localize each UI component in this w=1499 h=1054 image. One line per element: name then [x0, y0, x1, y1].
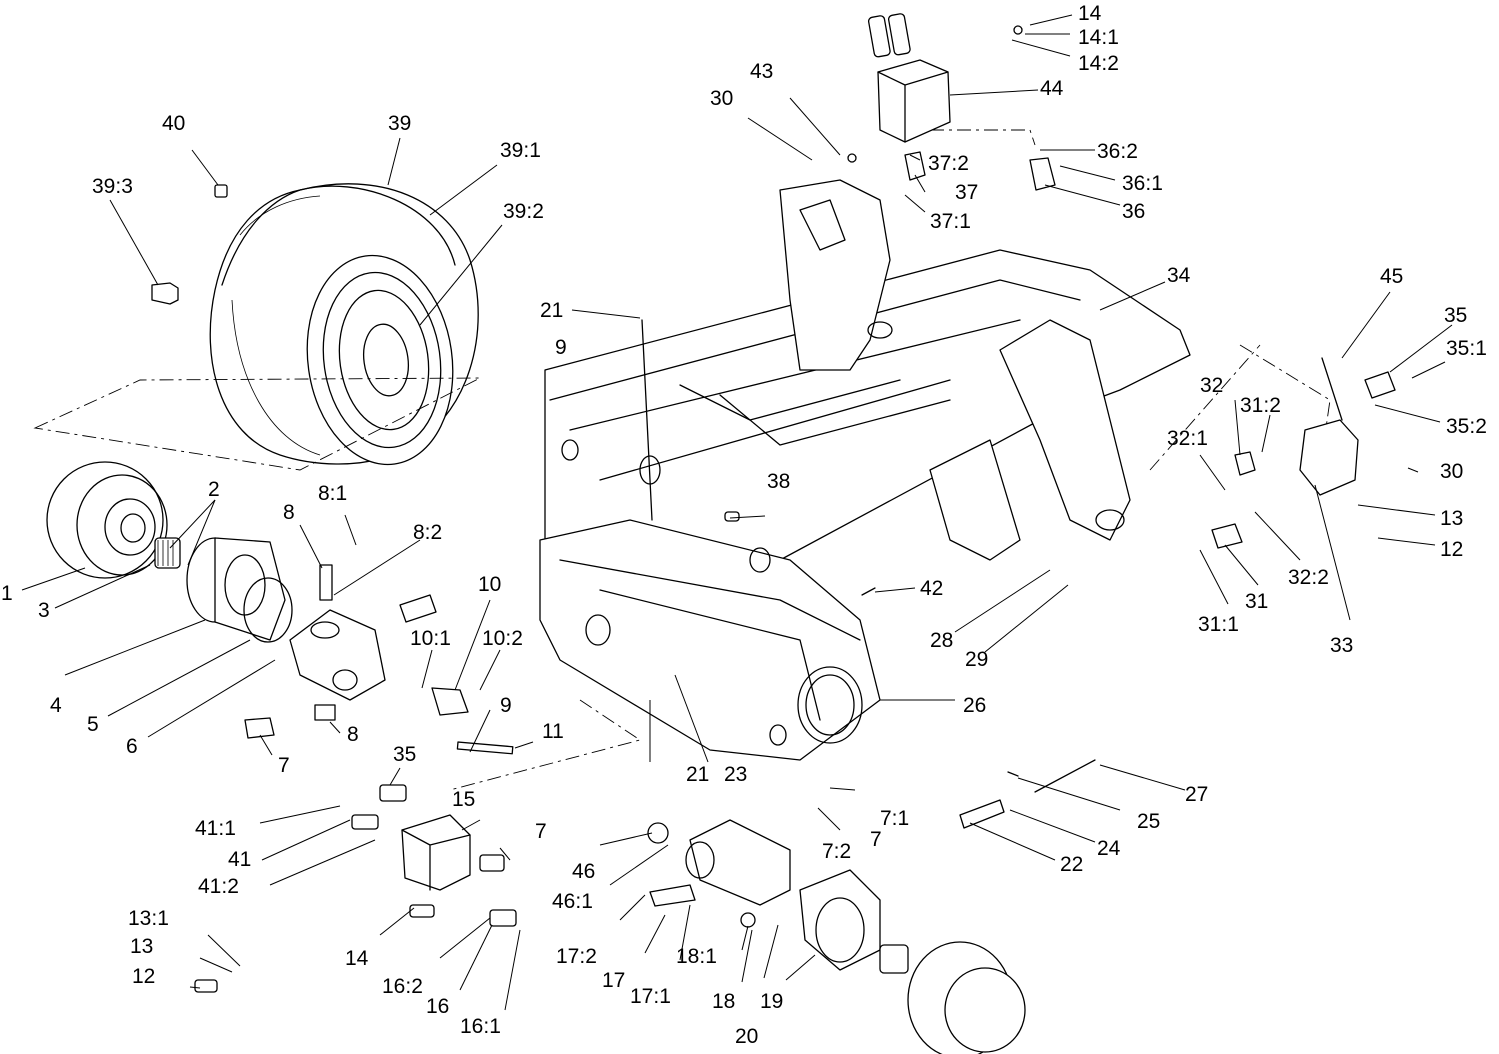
- callout-9: 9: [555, 336, 567, 359]
- callout-19: 19: [760, 990, 783, 1013]
- top-manifold: [847, 13, 1056, 191]
- left-motor-housing: [186, 537, 514, 755]
- callout-39: 39: [388, 112, 411, 135]
- callout-7-2: 7:2: [822, 840, 851, 863]
- callout-29: 29: [965, 648, 988, 671]
- callout-35: 35: [393, 743, 416, 766]
- callout-2: 2: [208, 478, 220, 501]
- callout-16: 16: [426, 995, 449, 1018]
- callout-25: 25: [1137, 810, 1160, 833]
- callout-41: 41: [228, 848, 251, 871]
- callout-14: 14: [345, 947, 369, 970]
- callout-17: 17: [602, 969, 625, 992]
- callout-41-2: 41:2: [198, 875, 239, 898]
- callout-43: 43: [750, 60, 773, 83]
- left-wheel-hub: [46, 461, 181, 579]
- callout-3: 3: [38, 599, 50, 622]
- callout-10: 10: [478, 573, 501, 596]
- callout-18-1: 18:1: [676, 945, 717, 968]
- callout-37-2: 37:2: [928, 152, 969, 175]
- callout-4: 4: [50, 694, 62, 717]
- callout-38: 38: [767, 470, 790, 493]
- callout-7-1: 7:1: [880, 807, 909, 830]
- callout-42: 42: [920, 577, 943, 600]
- callout-26: 26: [963, 694, 986, 717]
- main-frame: [539, 179, 1191, 761]
- callout-13: 13: [130, 935, 153, 958]
- callout-5: 5: [87, 713, 99, 736]
- callout-24: 24: [1097, 837, 1121, 860]
- callout-41-1: 41:1: [195, 817, 236, 840]
- callout-8: 8: [283, 501, 295, 524]
- callout-14: 14: [1078, 2, 1102, 25]
- callout-15: 15: [452, 788, 475, 811]
- callout-13: 13: [1440, 507, 1463, 530]
- callout-31: 31: [1245, 590, 1268, 613]
- callout-32: 32: [1200, 374, 1223, 397]
- callout-7: 7: [870, 828, 882, 851]
- callout-13-1: 13:1: [128, 907, 169, 930]
- callout-11: 11: [542, 720, 564, 743]
- callout-10-2: 10:2: [482, 627, 523, 650]
- callout-39-2: 39:2: [503, 200, 544, 223]
- callout-16-2: 16:2: [382, 975, 423, 998]
- center-valve-block: [194, 784, 517, 993]
- callout-20: 20: [735, 1025, 758, 1048]
- callout-9: 9: [500, 694, 512, 717]
- callout-21: 21: [540, 299, 563, 322]
- callout-14-1: 14:1: [1078, 26, 1119, 49]
- callout-12: 12: [1440, 538, 1463, 561]
- callout-28: 28: [930, 629, 953, 652]
- callout-40: 40: [162, 112, 185, 135]
- callout-18: 18: [712, 990, 735, 1013]
- callout-36-1: 36:1: [1122, 172, 1163, 195]
- callout-35-1: 35:1: [1446, 337, 1487, 360]
- callout-46-1: 46:1: [552, 890, 593, 913]
- callout-44: 44: [1040, 77, 1064, 100]
- callout-16-1: 16:1: [460, 1015, 501, 1038]
- callout-35-2: 35:2: [1446, 415, 1487, 438]
- callout-34: 34: [1167, 264, 1191, 287]
- callout-35: 35: [1444, 304, 1467, 327]
- callout-7: 7: [535, 820, 547, 843]
- callout-8-1: 8:1: [318, 482, 347, 505]
- parts-drawing: [33, 13, 1396, 1054]
- callout-32-2: 32:2: [1288, 566, 1329, 589]
- callout-23: 23: [724, 763, 747, 786]
- callout-6: 6: [126, 735, 138, 758]
- callout-30: 30: [1440, 460, 1463, 483]
- callout-46: 46: [572, 860, 595, 883]
- callout-37-1: 37:1: [930, 210, 971, 233]
- callout-12: 12: [132, 965, 155, 988]
- callout-32-1: 32:1: [1167, 427, 1208, 450]
- right-valve-block: [1211, 357, 1396, 549]
- callout-31-1: 31:1: [1198, 613, 1239, 636]
- callout-27: 27: [1185, 783, 1208, 806]
- callout-7: 7: [278, 754, 290, 777]
- callout-37: 37: [955, 181, 978, 204]
- callout-31-2: 31:2: [1240, 394, 1281, 417]
- callout-14-2: 14:2: [1078, 52, 1119, 75]
- right-motor-assembly: [647, 799, 1026, 1054]
- callout-17-2: 17:2: [556, 945, 597, 968]
- callout-22: 22: [1060, 853, 1083, 876]
- callout-33: 33: [1330, 634, 1353, 657]
- callout-8-2: 8:2: [413, 521, 442, 544]
- leader-lines: [21, 14, 1453, 1011]
- callout-1: 1: [1, 582, 13, 605]
- callout-30: 30: [710, 87, 733, 110]
- callout-39-1: 39:1: [500, 139, 541, 162]
- callout-36: 36: [1122, 200, 1145, 223]
- callout-10-1: 10:1: [410, 627, 451, 650]
- callout-17-1: 17:1: [630, 985, 671, 1008]
- callout-39-3: 39:3: [92, 175, 133, 198]
- callout-8: 8: [347, 723, 359, 746]
- wheel-tire-assembly: [151, 183, 479, 466]
- callout-45: 45: [1380, 265, 1403, 288]
- callout-36-2: 36:2: [1097, 140, 1138, 163]
- callout-21: 21: [686, 763, 709, 786]
